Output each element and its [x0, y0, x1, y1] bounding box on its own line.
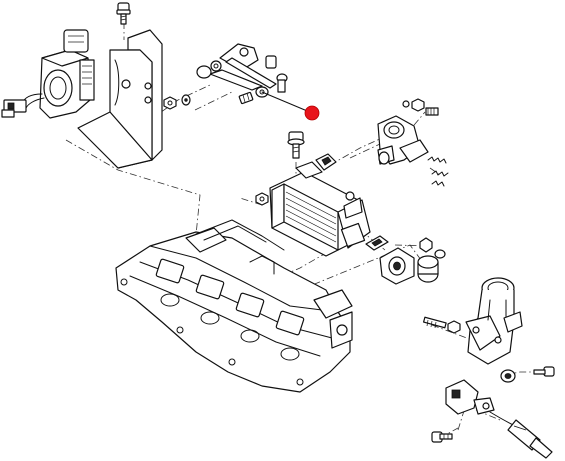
- egr-cooler: [255, 161, 371, 257]
- bracket-nut: [163, 94, 191, 110]
- egr-actuator: [39, 29, 95, 119]
- mounting-bracket: [77, 29, 163, 169]
- bracket-bolt: [116, 2, 131, 25]
- elbow-bolt: [533, 366, 555, 377]
- sensor-wire-probe: [489, 411, 553, 459]
- callout-marker: [304, 105, 320, 121]
- egr-link-arm: [196, 43, 288, 105]
- elbow-seal-ring: [500, 369, 516, 383]
- intake-flange: [379, 237, 433, 285]
- flange-sleeve: [417, 249, 446, 283]
- pressure-sensor: [445, 379, 495, 415]
- intake-elbow: [465, 277, 523, 365]
- cooler-bolt: [287, 131, 305, 159]
- outlet-gasket: [365, 235, 389, 251]
- intake-manifold: [115, 219, 353, 393]
- valve-spring: [427, 156, 449, 187]
- part-callout: [261, 91, 320, 121]
- sensor-bolt: [431, 431, 453, 443]
- actuator-wire-connector: [1, 93, 45, 118]
- egr-valve-housing: [377, 98, 439, 165]
- cooler-gasket: [315, 153, 337, 171]
- elbow-stud: [422, 316, 461, 334]
